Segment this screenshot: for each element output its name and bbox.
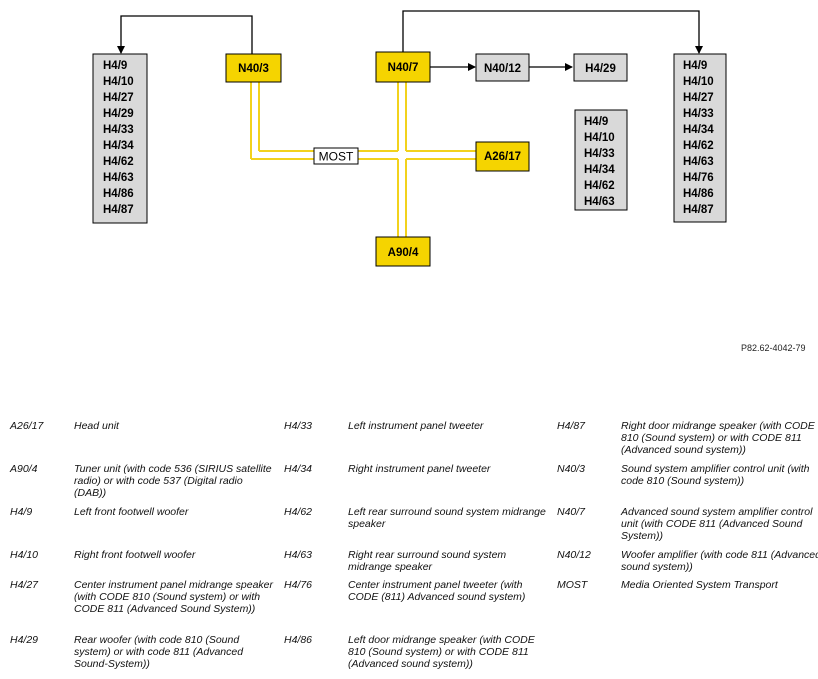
speaker-item: H4/63 bbox=[683, 156, 714, 168]
speaker-list-left: H4/9 H4/10 H4/27 H4/29 H4/33 H4/34 H4/62… bbox=[92, 53, 148, 224]
most-bus bbox=[250, 82, 476, 237]
speaker-list-right: H4/9 H4/10 H4/27 H4/33 H4/34 H4/62 H4/63… bbox=[673, 53, 727, 223]
speaker-item: H4/34 bbox=[584, 164, 615, 176]
speaker-item: H4/10 bbox=[683, 76, 714, 88]
legend-code: H4/33 bbox=[284, 420, 313, 432]
speaker-item: H4/87 bbox=[103, 204, 134, 216]
legend-desc: Right door midrange speaker (with CODE 8… bbox=[621, 420, 815, 456]
svg-text:N40/3: N40/3 bbox=[238, 63, 269, 75]
legend-desc: Left rear surround sound system midrange… bbox=[348, 506, 546, 530]
reference-code: P82.62-4042-79 bbox=[741, 343, 806, 353]
speaker-item: H4/10 bbox=[584, 132, 615, 144]
speaker-item: H4/62 bbox=[103, 156, 134, 168]
legend-desc: Head unit bbox=[74, 420, 119, 432]
n40-3-box: N40/3 bbox=[225, 53, 282, 83]
speaker-item: H4/10 bbox=[103, 76, 134, 88]
speaker-item: H4/63 bbox=[103, 172, 134, 184]
legend-code: H4/62 bbox=[284, 506, 313, 518]
legend-code: H4/86 bbox=[284, 634, 313, 646]
speaker-item: H4/33 bbox=[584, 148, 615, 160]
legend-code: H4/9 bbox=[10, 506, 33, 518]
legend-code: H4/76 bbox=[284, 579, 313, 591]
speaker-item: H4/9 bbox=[683, 60, 707, 72]
legend-desc: Media Oriented System Transport bbox=[621, 579, 778, 591]
block-diagram: N40/3 N40/7 A26/17 A90/4 N40/12 H4/29 MO… bbox=[92, 10, 727, 267]
legend-code: N40/12 bbox=[557, 549, 591, 561]
legend-desc: Center instrument panel tweeter (with CO… bbox=[348, 579, 526, 603]
a26-17-box: A26/17 bbox=[475, 141, 530, 172]
legend-desc: Right instrument panel tweeter bbox=[348, 463, 491, 475]
speaker-item: H4/63 bbox=[584, 196, 615, 208]
speaker-item: H4/87 bbox=[683, 204, 714, 216]
svg-text:MOST: MOST bbox=[319, 150, 354, 164]
legend-code: N40/3 bbox=[557, 463, 586, 475]
n40-12-box: N40/12 bbox=[475, 53, 530, 82]
svg-text:N40/12: N40/12 bbox=[484, 63, 521, 75]
legend-code: MOST bbox=[557, 579, 588, 591]
legend-desc: Tuner unit (with code 536 (SIRIUS satell… bbox=[74, 463, 272, 499]
speaker-item: H4/9 bbox=[584, 116, 608, 128]
svg-text:A90/4: A90/4 bbox=[388, 247, 419, 259]
speaker-item: H4/27 bbox=[683, 92, 714, 104]
legend-desc: Left door midrange speaker (with CODE 81… bbox=[348, 634, 535, 670]
legend-desc: Left instrument panel tweeter bbox=[348, 420, 484, 432]
speaker-item: H4/33 bbox=[683, 108, 714, 120]
speaker-item: H4/27 bbox=[103, 92, 134, 104]
legend-desc: Left front footwell woofer bbox=[74, 506, 189, 518]
speaker-item: H4/33 bbox=[103, 124, 134, 136]
legend-code: H4/63 bbox=[284, 549, 313, 561]
legend-desc: Right front footwell woofer bbox=[74, 549, 196, 561]
svg-text:N40/7: N40/7 bbox=[388, 62, 419, 74]
legend-desc: Right rear surround sound system midrang… bbox=[348, 549, 507, 573]
speaker-item: H4/29 bbox=[103, 108, 134, 120]
a90-4-box: A90/4 bbox=[375, 236, 431, 267]
svg-text:A26/17: A26/17 bbox=[484, 151, 521, 163]
svg-text:H4/29: H4/29 bbox=[585, 63, 616, 75]
legend-code: H4/34 bbox=[284, 463, 313, 475]
legend-code: N40/7 bbox=[557, 506, 586, 518]
legend-desc: Woofer amplifier (with code 811 (Advance… bbox=[621, 549, 818, 573]
most-label: MOST bbox=[313, 147, 359, 165]
speaker-item: H4/76 bbox=[683, 172, 714, 184]
speaker-item: H4/9 bbox=[103, 60, 127, 72]
speaker-item: H4/86 bbox=[103, 188, 134, 200]
speaker-list-middle: H4/9 H4/10 H4/33 H4/34 H4/62 H4/63 bbox=[574, 109, 628, 211]
legend-desc: Advanced sound system amplifier control … bbox=[621, 506, 813, 542]
speaker-item: H4/34 bbox=[103, 140, 134, 152]
legend-desc: Sound system amplifier control unit (wit… bbox=[621, 463, 810, 487]
legend-desc: Center instrument panel midrange speaker… bbox=[74, 579, 274, 615]
n40-7-box: N40/7 bbox=[375, 51, 431, 83]
legend-code: H4/10 bbox=[10, 549, 39, 561]
legend-code: H4/87 bbox=[557, 420, 586, 432]
speaker-item: H4/62 bbox=[584, 180, 615, 192]
legend-code: A90/4 bbox=[10, 463, 38, 475]
speaker-item: H4/62 bbox=[683, 140, 714, 152]
h4-29-box: H4/29 bbox=[573, 53, 628, 82]
signal-arrows bbox=[117, 10, 703, 71]
legend-code: H4/29 bbox=[10, 634, 39, 646]
speaker-item: H4/34 bbox=[683, 124, 714, 136]
legend-code: H4/27 bbox=[10, 579, 39, 591]
legend-desc: Rear woofer (with code 810 (Sound system… bbox=[74, 634, 244, 670]
speaker-item: H4/86 bbox=[683, 188, 714, 200]
legend-code: A26/17 bbox=[10, 420, 44, 432]
